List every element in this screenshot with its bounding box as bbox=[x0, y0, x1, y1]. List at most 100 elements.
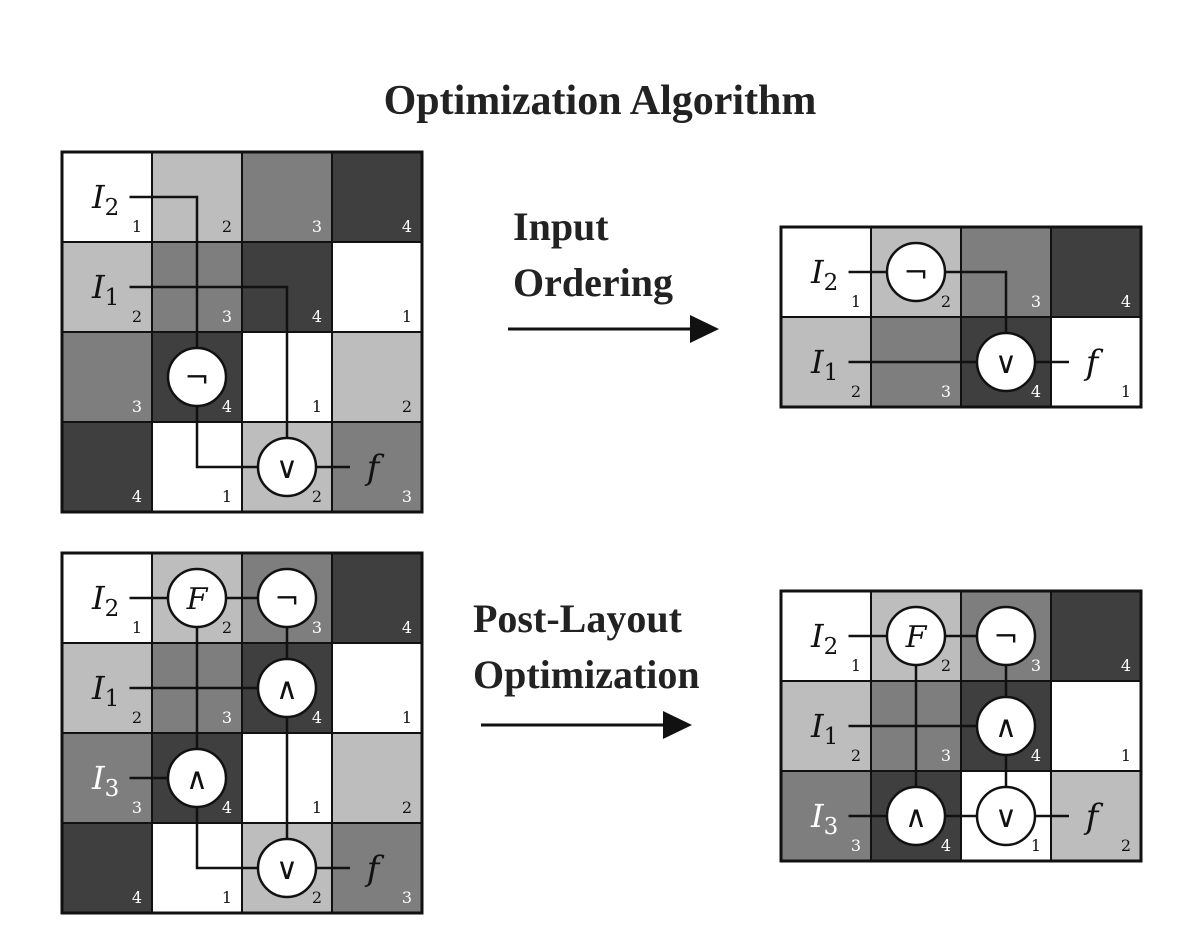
input-name: I bbox=[91, 579, 106, 617]
wire bbox=[129, 285, 289, 467]
gate: ¬ bbox=[975, 605, 1037, 667]
grid-cell: 4 bbox=[331, 552, 423, 644]
gate-circle bbox=[975, 695, 1037, 757]
input-name: I bbox=[810, 343, 825, 381]
gate: ¬ bbox=[256, 567, 318, 629]
gate-circle bbox=[256, 657, 318, 719]
input-subscript: 2 bbox=[824, 634, 839, 660]
input-subscript: 2 bbox=[105, 596, 120, 622]
svg-text:I2: I2 bbox=[91, 178, 119, 221]
gate-circle bbox=[166, 567, 228, 629]
gate: ∨ bbox=[975, 785, 1037, 847]
cell-number: 4 bbox=[1031, 382, 1041, 401]
gate: ∧ bbox=[256, 657, 318, 719]
cell-number: 1 bbox=[132, 217, 142, 236]
grid-cell: 2 bbox=[331, 331, 423, 423]
cell-number: 3 bbox=[312, 618, 322, 637]
arrow-label-line-2: Optimization bbox=[473, 652, 700, 697]
input-subscript: 3 bbox=[105, 776, 120, 802]
svg-text:I1: I1 bbox=[91, 268, 119, 311]
cell-number: 4 bbox=[312, 708, 322, 727]
gate-circle bbox=[166, 346, 228, 408]
input-name: I bbox=[91, 759, 106, 797]
input-label: I2 bbox=[810, 253, 838, 296]
gate-symbol: ∨ bbox=[995, 800, 1017, 835]
input-name: I bbox=[810, 707, 825, 745]
grid-cell: 2 bbox=[331, 732, 423, 824]
grid-border bbox=[779, 225, 1143, 409]
cell-number: 3 bbox=[222, 708, 232, 727]
input-subscript: 3 bbox=[824, 814, 839, 840]
cell-number: 2 bbox=[132, 708, 142, 727]
cell-number: 2 bbox=[312, 888, 322, 907]
cell-number: 4 bbox=[1031, 746, 1041, 765]
arrow-head bbox=[663, 711, 692, 739]
gate: ∨ bbox=[256, 436, 318, 498]
gate-symbol: ∨ bbox=[276, 852, 298, 887]
arrow-label-line-2: Ordering bbox=[513, 260, 673, 305]
cell-number: 2 bbox=[402, 397, 412, 416]
gate: F bbox=[885, 605, 947, 667]
cell-number: 2 bbox=[941, 292, 951, 311]
cell-number: 1 bbox=[312, 798, 322, 817]
gate-circle bbox=[256, 567, 318, 629]
gate-symbol: F bbox=[186, 582, 209, 617]
input-subscript: 1 bbox=[105, 686, 120, 712]
svg-text:I2: I2 bbox=[91, 579, 119, 622]
gate-symbol: ∧ bbox=[186, 762, 208, 797]
cell-number: 2 bbox=[851, 382, 861, 401]
grid-cell: 4 bbox=[61, 822, 153, 914]
cell-number: 4 bbox=[312, 307, 322, 326]
input-label: I1 bbox=[810, 707, 838, 750]
arrow-post-layout-optimization: Post-Layout Optimization bbox=[473, 596, 700, 739]
grid-cell: 4 bbox=[1050, 590, 1142, 682]
cell-number: 2 bbox=[222, 618, 232, 637]
gate-symbol: ∨ bbox=[276, 451, 298, 486]
arrow-label-line-1: Post-Layout bbox=[473, 596, 683, 641]
cell-number: 3 bbox=[941, 746, 951, 765]
gate: ∧ bbox=[166, 747, 228, 809]
arrow-label-line-1: Input bbox=[513, 204, 609, 249]
input-name: I bbox=[91, 268, 106, 306]
cell-number: 4 bbox=[941, 836, 951, 855]
svg-text:I1: I1 bbox=[810, 707, 838, 750]
cell-number: 4 bbox=[132, 888, 142, 907]
cell-number: 2 bbox=[312, 487, 322, 506]
svg-text:I1: I1 bbox=[810, 343, 838, 386]
gate-circle bbox=[885, 785, 947, 847]
arrow-head bbox=[690, 315, 719, 343]
grid-cell: 4 bbox=[61, 421, 153, 513]
cell-number: 1 bbox=[1121, 382, 1131, 401]
gate: ∨ bbox=[975, 331, 1037, 393]
cell-number: 1 bbox=[1031, 836, 1041, 855]
cell-number: 3 bbox=[222, 307, 232, 326]
gate-symbol: ∧ bbox=[995, 710, 1017, 745]
gate-symbol: ¬ bbox=[274, 582, 299, 617]
input-name: I bbox=[810, 617, 825, 655]
gate-circle bbox=[256, 837, 318, 899]
wire bbox=[129, 776, 287, 870]
gate-circle bbox=[975, 785, 1037, 847]
cell-number: 1 bbox=[851, 656, 861, 675]
grid-cell: 4 bbox=[331, 151, 423, 243]
gate: ∧ bbox=[885, 785, 947, 847]
cell-number: 3 bbox=[941, 382, 951, 401]
gate-symbol: ∧ bbox=[905, 800, 927, 835]
grid-cell: 3 bbox=[61, 331, 153, 423]
cell-number: 1 bbox=[1121, 746, 1131, 765]
cell-number: 3 bbox=[402, 888, 412, 907]
cell-number: 1 bbox=[222, 888, 232, 907]
input-label: I2 bbox=[91, 579, 119, 622]
cell-number: 2 bbox=[851, 746, 861, 765]
cell-number: 2 bbox=[941, 656, 951, 675]
cell-number: 4 bbox=[402, 217, 412, 236]
cell-number: 1 bbox=[402, 307, 412, 326]
gate-circle bbox=[166, 747, 228, 809]
grid-cell: 1 bbox=[1050, 680, 1142, 772]
input-subscript: 2 bbox=[105, 195, 120, 221]
cell-number: 2 bbox=[1121, 836, 1131, 855]
cell-number: 1 bbox=[402, 708, 412, 727]
